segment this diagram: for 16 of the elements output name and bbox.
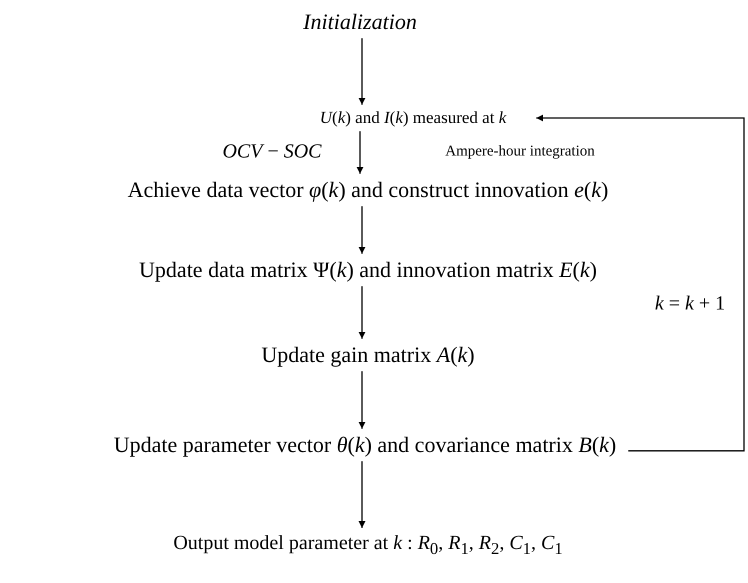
arrow [358,461,366,528]
step-text: Update gain matrix A(k) [261,342,475,368]
arrow [358,206,366,254]
step-text: Initialization [303,8,417,36]
step-text: Update parameter vector θ(k) and covariance matrix B(k) [114,432,616,458]
step-text: Output model parameter at k : R$_{0}$, R$_{1}$, R$_{2}$, C$_{1}$, C$_{1}$ [173,531,563,559]
step-text: Update data matrix Ψ(k) and innovation matrix E(k) [139,256,597,284]
step-text: U(k) and I(k) measured at k [320,108,506,128]
annotation-text: OCV − SOC [222,140,322,164]
annotation-text: Ampere-hour integration [445,144,595,160]
arrow [356,131,364,174]
arrow [358,38,366,105]
arrow [536,114,745,452]
arrow [358,371,366,429]
arrow [358,286,366,339]
step-text: Achieve data vector φ(k) and construct innovation e(k) [128,176,608,204]
